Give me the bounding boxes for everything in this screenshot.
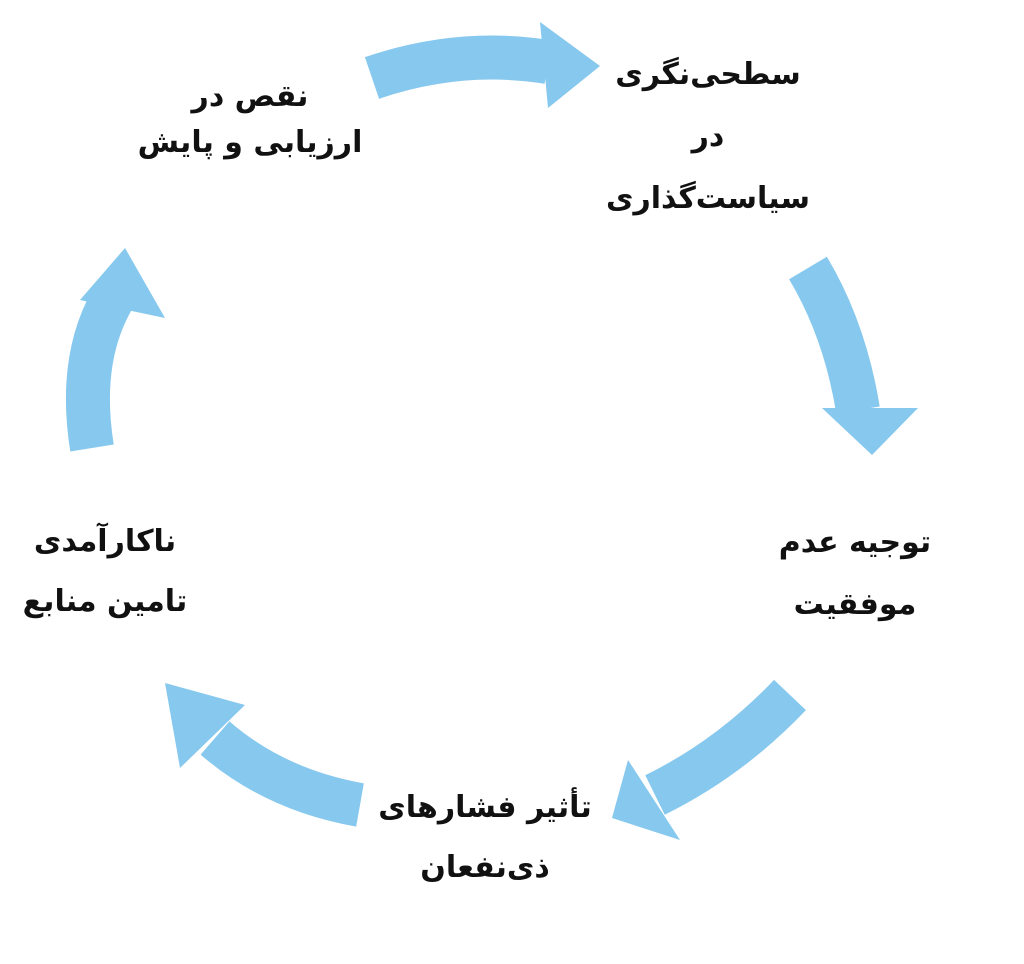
node-line: تأثیر فشارهای [378,790,592,825]
arrow-top-head [540,22,600,108]
node-line: نقص در [191,79,309,114]
arrow-left-head [80,248,165,318]
node-stakeholder-pressure: تأثیر فشارهای ذی‌نفعان [378,778,591,898]
node-line: سیاست‌گذاری [605,181,811,216]
node-line: توجیه عدم [778,525,932,560]
node-line: موفقیت [793,587,917,622]
arrow-left-body [65,289,132,452]
arrow-bottom-right-body [645,679,806,815]
node-line: ارزیابی و پایش [137,125,363,160]
node-line: ذی‌نفعان [420,850,550,885]
node-resource-inefficiency: ناکارآمدی تامین منابع [23,512,188,632]
arrow-right-body [789,256,880,414]
node-weak-evaluation: نقص در ارزیابی و پایش [138,74,363,166]
arrow-bottom-right-head [612,760,680,840]
node-line: تامین منابع [22,584,188,619]
arrow-bottom-left-head [165,683,245,768]
node-justify-failure: توجیه عدم موفقیت [779,512,931,636]
node-line: سطحی‌نگری [615,57,801,92]
node-superficial-policy: سطحی‌نگری در سیاست‌گذاری [606,44,810,230]
arrow-bottom-left-body [200,721,365,827]
node-line: ناکارآمدی [33,524,177,559]
arrow-top-body [364,35,552,99]
arrow-right-head [822,408,918,455]
node-line: در [691,119,725,154]
